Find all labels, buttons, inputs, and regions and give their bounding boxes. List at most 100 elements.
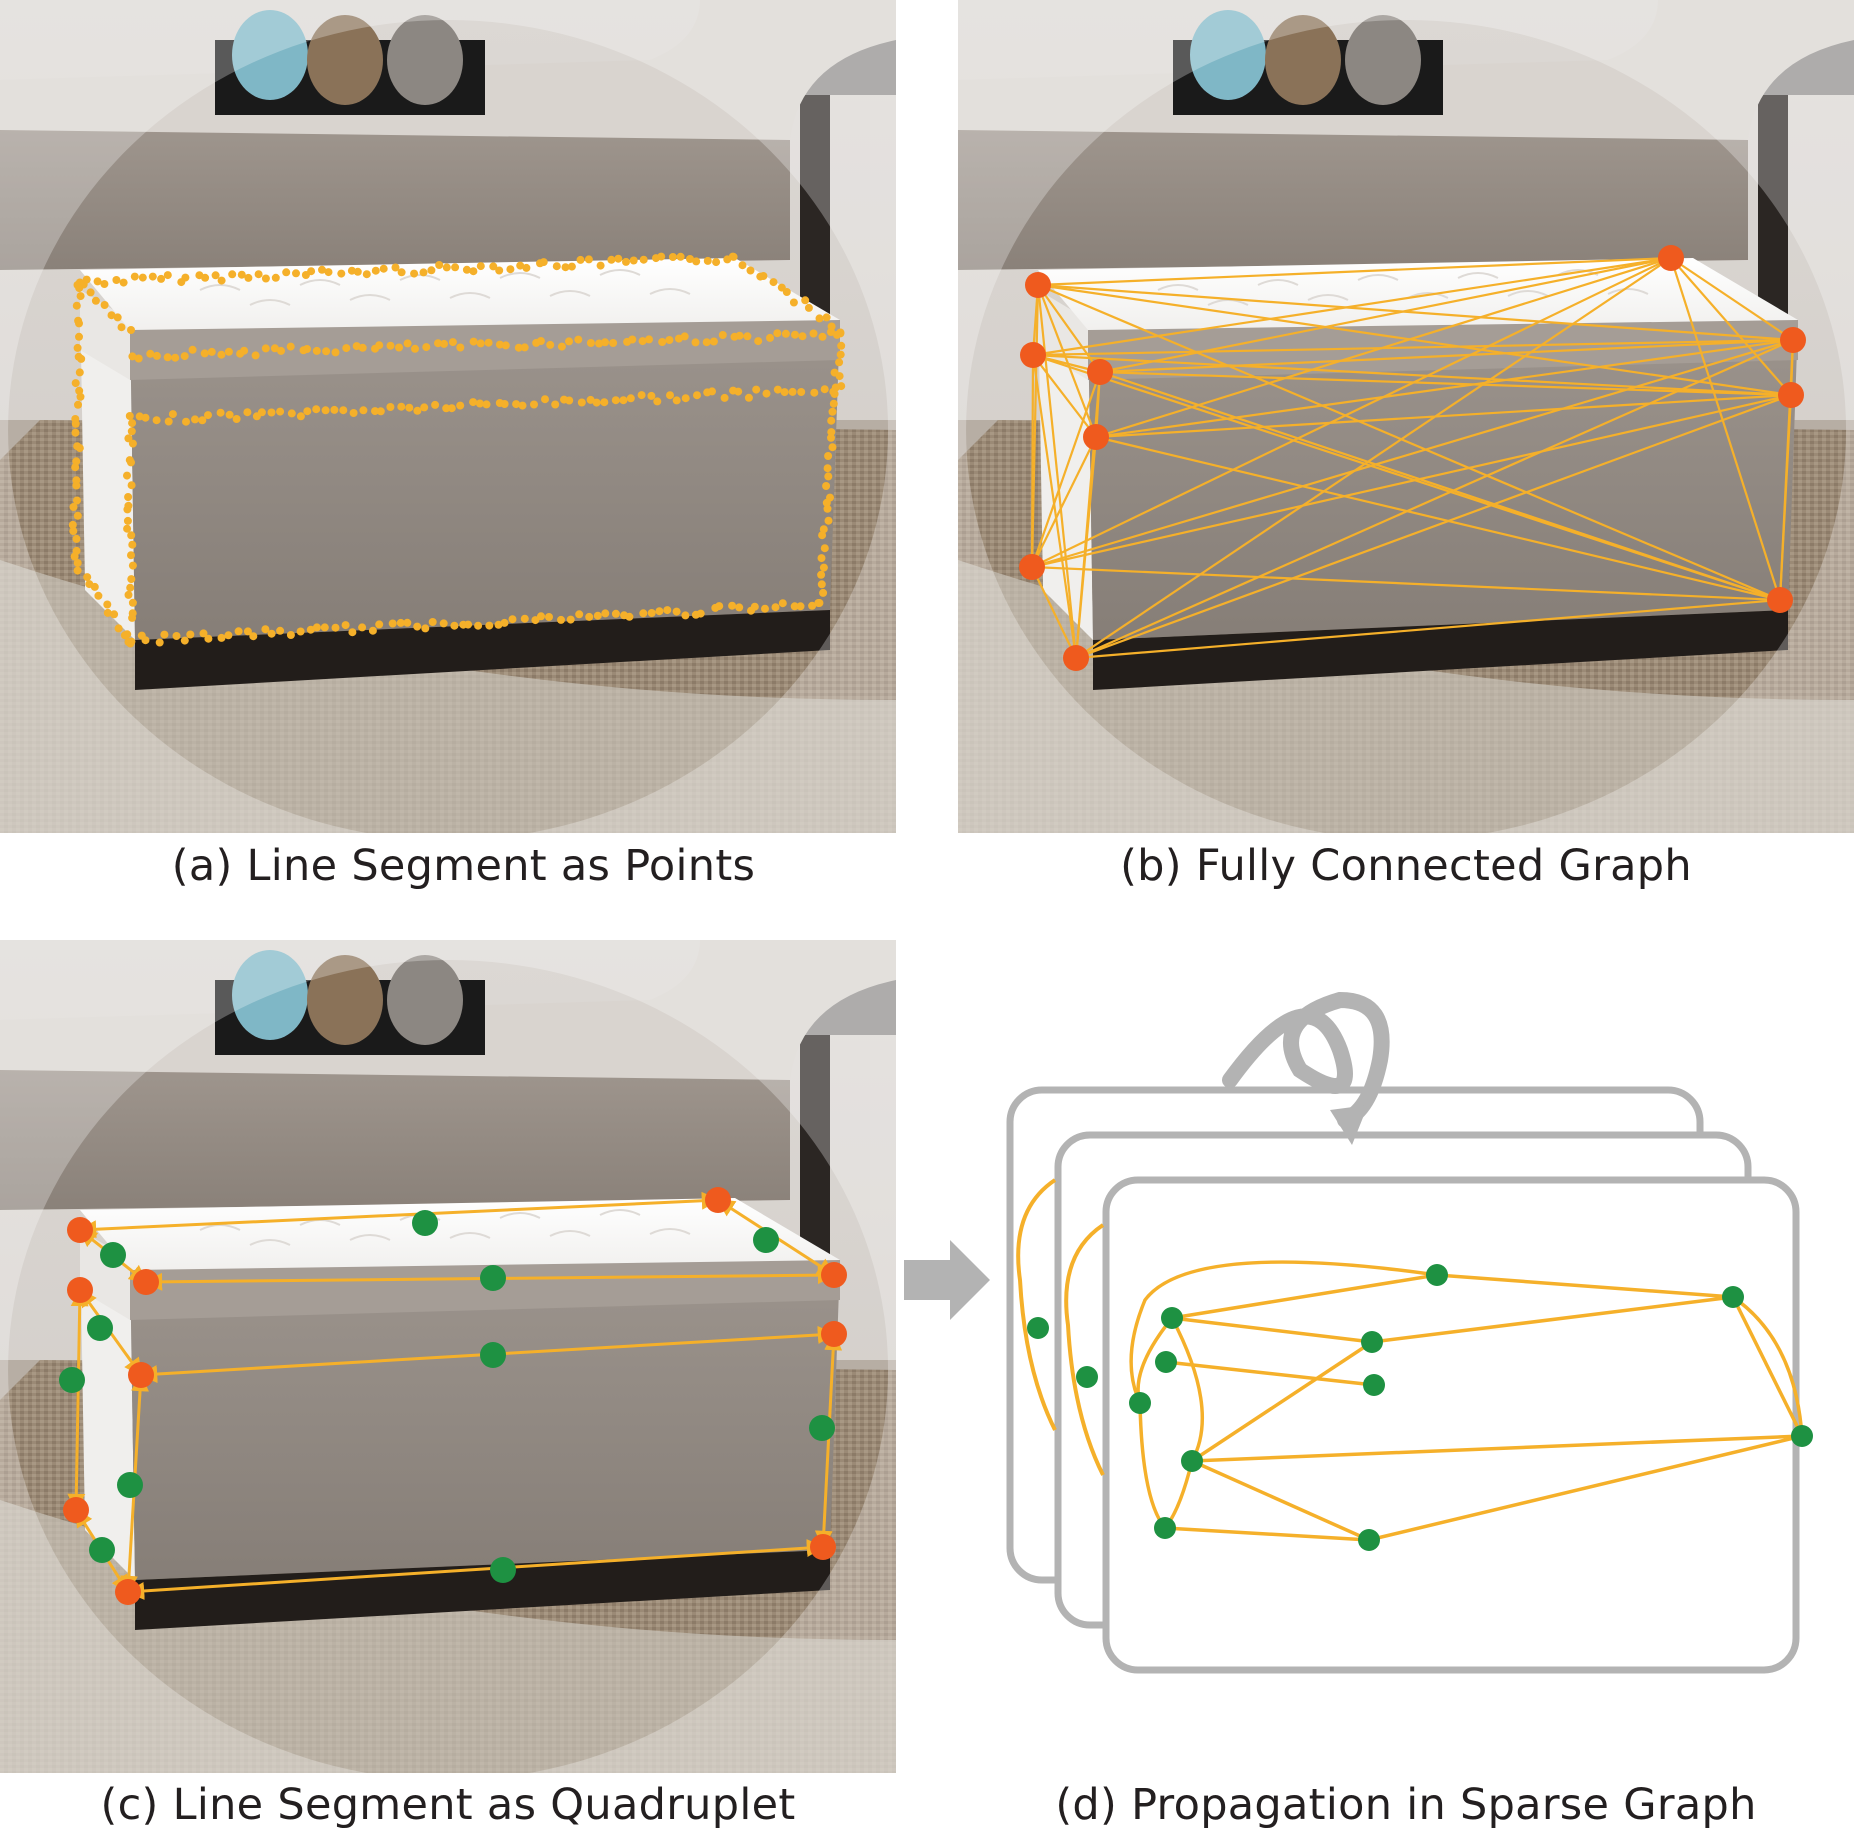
sample-point [267,408,276,417]
graph-node [1778,382,1804,408]
sample-point [567,262,576,271]
sample-point [124,434,133,443]
sample-point [744,393,753,402]
sample-point [181,273,190,282]
sample-point [531,616,540,625]
sample-point [828,443,837,452]
sample-point [375,620,384,629]
sample-point [645,335,653,344]
sample-point [814,599,823,607]
sample-point [609,339,618,347]
sample-point [75,319,83,328]
sample-point [539,258,548,267]
sample-point [324,268,333,277]
propagation-arrowhead [1330,1105,1368,1145]
sample-point [442,263,451,272]
segment-line [78,1191,720,1239]
midpoint-node [480,1342,506,1368]
sample-point [771,603,780,612]
sample-point [296,627,305,636]
sample-point [86,288,95,297]
sample-point [420,403,429,412]
sample-point [658,338,667,346]
sample-point [160,630,169,639]
sample-point [720,393,729,402]
ottoman-photo [0,0,896,833]
sample-point [199,629,208,638]
sample-point [607,255,616,264]
sample-point [818,531,827,540]
sample-point [586,339,595,347]
sample-point [141,413,150,422]
sample-point [797,388,806,396]
sample-point [628,335,637,344]
sample-point [639,255,648,264]
sample-point [557,615,565,624]
midpoint-node [490,1557,516,1583]
sample-point [421,624,430,633]
sample-point [261,274,270,283]
sample-point [270,344,279,353]
graph-node [1083,424,1109,450]
midpoint-node [809,1415,835,1441]
panel-fully-connected-graph [958,0,1854,833]
graph-edge [1095,393,1792,439]
sample-point [823,464,832,473]
sample-point [320,623,329,632]
sample-point [180,636,189,645]
graph-edge [1099,338,1794,374]
graph-node [1658,245,1684,271]
sample-point [234,627,243,636]
panel-line-segment-as-quadruplet [0,940,896,1773]
graph-edge [1732,1295,1804,1437]
sample-point [75,444,84,453]
graph-edge [1032,354,1097,438]
sample-point [537,612,545,621]
sample-point [413,406,422,415]
sample-point [718,331,727,339]
sample-point [321,406,330,415]
sample-point [73,511,82,520]
sample-point [163,271,172,280]
sample-point [413,622,422,631]
sample-point [796,602,805,611]
sample-point [271,273,280,282]
endpoint-node [821,1262,847,1288]
sample-point [626,394,635,403]
graph-edge [1036,284,1078,659]
graph-node [1780,327,1806,353]
graph-edge [1032,338,1794,357]
sample-point [419,268,428,277]
sample-point [73,343,82,352]
sample-point [778,599,787,608]
sample-point [397,402,406,411]
sample-point [337,269,346,278]
sample-point [141,636,150,645]
sample-point [148,272,157,281]
sample-point [773,329,782,338]
graph-edge [1030,371,1102,568]
sample-point [224,347,233,356]
sample-point [428,618,437,626]
midpoint-node [412,1210,438,1236]
sample-point [431,400,440,409]
sample-point [358,623,367,632]
sample-point [500,400,509,408]
sample-point [822,498,831,507]
sample-point [820,385,829,394]
sample-point [296,412,305,421]
endpoint-node [63,1497,89,1523]
graph-node [1363,1374,1385,1396]
sample-point [71,463,80,472]
sample-point [808,601,817,610]
sample-point [759,272,768,280]
graph-edge [1171,1316,1373,1344]
sample-point [817,570,826,579]
sample-point [112,276,121,284]
sample-point [204,411,212,420]
sample-point [376,407,385,416]
sample-point [216,408,225,417]
sample-point [286,631,295,639]
sample-point [124,590,133,599]
endpoint-node [128,1362,154,1388]
